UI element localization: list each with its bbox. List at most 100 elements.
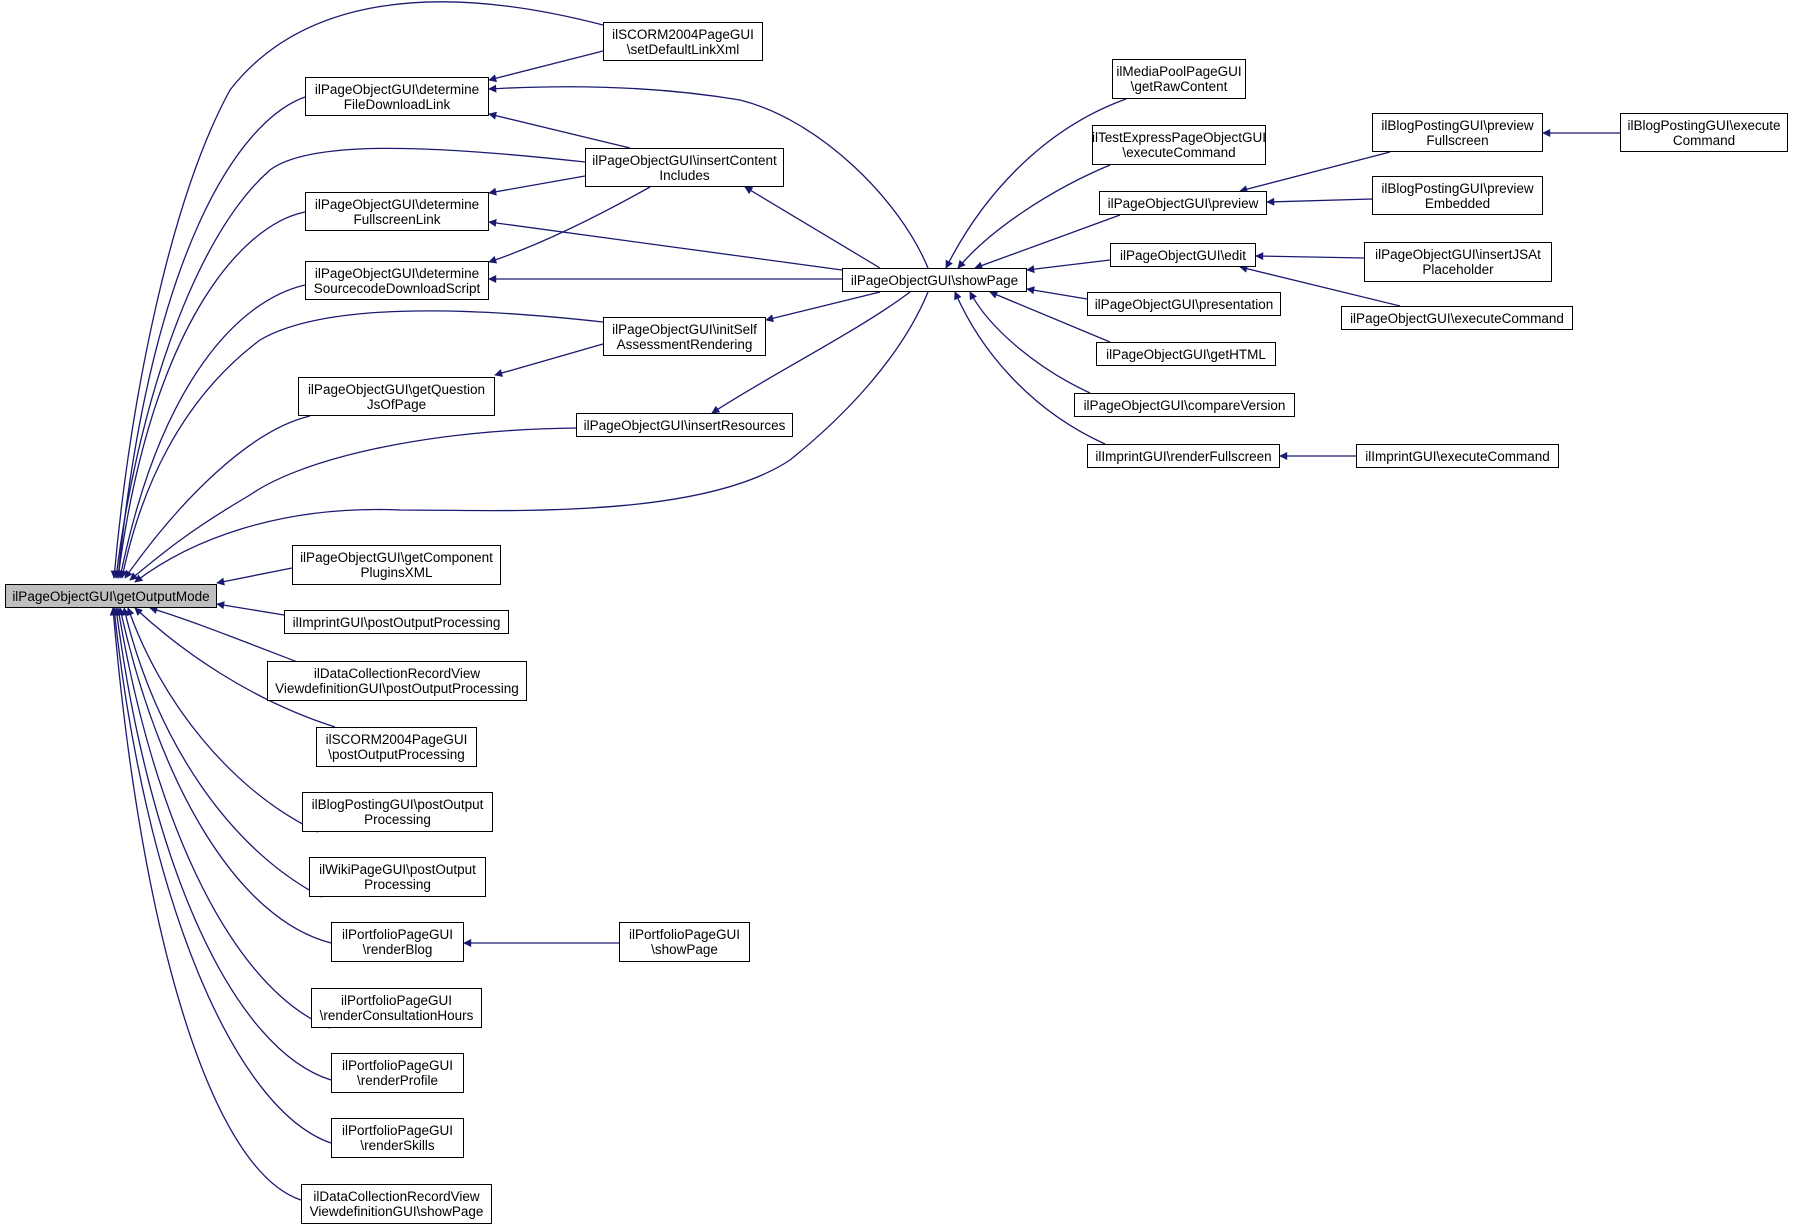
function-node[interactable]: ilPortfolioPageGUI\renderBlog: [331, 922, 464, 962]
function-node-label: ilPageObjectGUI\preview: [1107, 195, 1259, 211]
function-node-label: FullscreenLink: [353, 211, 441, 227]
function-node[interactable]: ilMediaPoolPageGUI\getRawContent: [1112, 59, 1246, 99]
function-node-label: ilBlogPostingGUI\preview: [1381, 117, 1534, 133]
function-node-label: ilPageObjectGUI\determine: [314, 81, 480, 97]
function-node[interactable]: ilPortfolioPageGUI\renderSkills: [331, 1118, 464, 1158]
function-node[interactable]: ilPageObjectGUI\presentation: [1087, 292, 1281, 316]
function-node-label: Processing: [364, 877, 431, 892]
function-node-label: SourcecodeDownloadScript: [313, 280, 481, 296]
call-edge-fileDownloadLink-to-getOutputMode: [114, 96, 306, 579]
call-edge-showPage-to-fullscreenLink: [488, 219, 843, 271]
call-edge-dataCollectionShowPage-to-getOutputMode: [109, 607, 302, 1201]
function-node[interactable]: ilPageObjectGUI\executeCommand: [1341, 306, 1573, 330]
function-node-label: ilPageObjectGUI\edit: [1119, 247, 1247, 263]
function-node-label: Processing: [364, 812, 431, 827]
call-edge-portfolioRenderSkills-to-getOutputMode: [110, 607, 332, 1144]
function-node[interactable]: ilPageObjectGUI\showPage: [842, 268, 1027, 292]
function-node[interactable]: ilPageObjectGUI\edit: [1110, 243, 1256, 267]
function-node[interactable]: ilImprintGUI\executeCommand: [1356, 444, 1559, 468]
function-node-label: ilWikiPageGUI\postOutput: [319, 862, 476, 877]
call-edge-insertContentIncludes-to-getOutputMode: [112, 147, 586, 579]
call-edge-portfolioRenderConsultationHours-to-getOutputMode: [115, 607, 331, 1029]
function-node-label: \getRawContent: [1130, 79, 1228, 94]
function-node[interactable]: ilPortfolioPageGUI\renderConsultationHou…: [311, 988, 482, 1028]
function-node[interactable]: ilImprintGUI\postOutputProcessing: [284, 610, 509, 634]
function-node-label: ilSCORM2004PageGUI: [612, 26, 754, 42]
function-node[interactable]: ilTestExpressPageObjectGUI\executeComman…: [1092, 125, 1266, 165]
call-edge-testExpressExecuteCommand-to-showPage: [957, 164, 1111, 269]
function-node[interactable]: ilImprintGUI\renderFullscreen: [1087, 444, 1280, 468]
function-node-label: ViewdefinitionGUI\showPage: [309, 1204, 484, 1219]
call-edge-scormSetDefaultLinkXml-to-getOutputMode: [110, 1, 604, 579]
function-node-label: ilBlogPostingGUI\preview: [1381, 180, 1534, 196]
call-edge-imprintRenderFullscreen-to-showPage: [954, 291, 1106, 445]
function-node-label: JsOfPage: [366, 396, 427, 412]
function-node[interactable]: ilPortfolioPageGUI\renderProfile: [331, 1053, 464, 1093]
call-edge-compareVersion-to-showPage: [969, 291, 1091, 394]
call-edge-fullscreenLink-to-getOutputMode: [114, 211, 306, 579]
function-node-label: ilPageObjectGUI\compareVersion: [1083, 397, 1286, 413]
call-edge-dataCollectionPostOutputProcessing-to-getOutputMode: [149, 606, 301, 664]
call-edge-initSelfAssessmentRendering-to-getOutputMode: [119, 310, 604, 579]
function-node-label: ViewdefinitionGUI\postOutputProcessing: [275, 681, 519, 696]
function-node[interactable]: ilPageObjectGUI\insertResources: [576, 413, 793, 437]
function-node-label: AssessmentRendering: [616, 336, 753, 352]
function-node-label: FileDownloadLink: [343, 96, 451, 112]
function-node-label: ilPageObjectGUI\insertJSAt: [1375, 247, 1541, 262]
call-edge-showPage-to-getOutputMode: [134, 291, 929, 583]
function-node-label: \renderBlog: [362, 942, 433, 957]
call-edge-getQuestionJsOfPage-to-getOutputMode: [124, 415, 311, 579]
call-edge-scormPostOutputProcessing-to-getOutputMode: [134, 607, 336, 728]
function-node-label: ilSCORM2004PageGUI: [325, 732, 468, 747]
call-edge-getComponentPluginsXML-to-getOutputMode: [216, 567, 293, 586]
call-edge-presentation-to-showPage: [1026, 286, 1088, 300]
function-node[interactable]: ilSCORM2004PageGUI\setDefaultLinkXml: [603, 22, 763, 61]
function-node-label: ilPageObjectGUI\getHTML: [1106, 346, 1266, 362]
call-edge-showPage-to-initSelfAssessmentRendering: [765, 291, 881, 323]
function-node-label: PluginsXML: [360, 565, 433, 580]
function-node-label: ilPageObjectGUI\insertContent: [592, 152, 777, 168]
call-edge-showPage-to-fileDownloadLink: [488, 84, 929, 269]
function-node-label: ilPageObjectGUI\initSelf: [612, 321, 757, 337]
call-edge-insertJSAtPlaceholder-to-edit: [1255, 252, 1365, 261]
function-node[interactable]: ilSCORM2004PageGUI\postOutputProcessing: [316, 727, 477, 767]
focus-function-node: ilPageObjectGUI\getOutputMode: [5, 584, 217, 608]
function-node[interactable]: ilPageObjectGUI\getHTML: [1096, 342, 1276, 366]
function-node-label: Command: [1672, 132, 1736, 148]
call-edge-sourcecodeDownloadScript-to-getOutputMode: [117, 284, 306, 579]
function-node-label: ilBlogPostingGUI\execute: [1627, 117, 1781, 133]
function-node[interactable]: ilPortfolioPageGUI\showPage: [619, 922, 750, 962]
function-node-label: ilTestExpressPageObjectGUI: [1091, 130, 1267, 145]
call-edge-insertContentIncludes-to-sourcecodeDownloadScript: [488, 186, 651, 264]
call-edge-insertContentIncludes-to-fileDownloadLink: [488, 111, 631, 149]
function-node-label: \setDefaultLinkXml: [626, 41, 740, 57]
function-node[interactable]: ilPageObjectGUI\preview: [1099, 191, 1267, 215]
call-edge-wikiPostOutputProcessing-to-getOutputMode: [121, 607, 323, 898]
function-node-label: Embedded: [1424, 195, 1491, 211]
call-edge-pageObjectExecuteCommand-to-edit: [1239, 264, 1401, 307]
function-node-label: ilPageObjectGUI\getQuestion: [307, 381, 486, 397]
function-node[interactable]: ilPageObjectGUI\compareVersion: [1074, 393, 1295, 417]
call-edge-showPage-to-insertResources: [711, 291, 911, 414]
function-node-label: ilDataCollectionRecordView: [313, 666, 481, 681]
function-node-label: ilPageObjectGUI\presentation: [1094, 296, 1274, 312]
function-node-label: ilImprintGUI\executeCommand: [1365, 448, 1550, 464]
call-edge-portfolioRenderProfile-to-getOutputMode: [112, 607, 332, 1081]
